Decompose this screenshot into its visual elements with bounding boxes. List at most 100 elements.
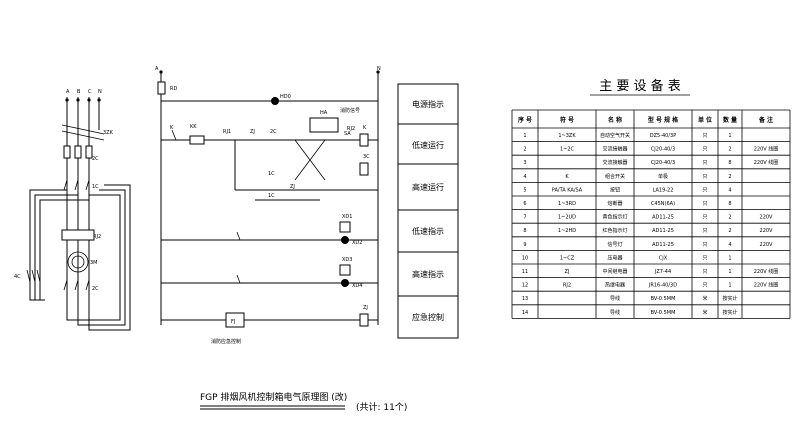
- table-cell: 只: [702, 147, 707, 153]
- table-cell: 只: [702, 133, 707, 139]
- footer-title: FGP 排烟风机控制箱电气原理图 (改): [200, 391, 347, 403]
- table-cell: 压电器: [607, 254, 622, 261]
- table-cell: 1: [728, 269, 731, 275]
- table-cell: 单极: [658, 173, 668, 180]
- table-cell: BV-0.5MM: [651, 296, 676, 302]
- table-cell: 交流接触器: [602, 146, 627, 153]
- table-cell: 220V 线圈: [754, 268, 779, 275]
- table-cell: 按实计: [722, 295, 737, 302]
- table-cell: 黄色指示灯: [602, 214, 627, 221]
- fj-label: FJ: [231, 319, 235, 325]
- bus-right-label: N: [377, 66, 381, 72]
- table-cell: 米: [702, 295, 707, 302]
- table-cell: 组合开关: [605, 173, 625, 180]
- table-cell: 2: [523, 147, 526, 153]
- table-cell: 1: [523, 133, 526, 139]
- control-circuit: A N RD HD0 K KK RJ1 ZJ 2C HA 消防信号 SA RJ2…: [155, 66, 459, 345]
- table-cell: AD11-25: [652, 215, 674, 221]
- table-cell: 13: [522, 296, 528, 302]
- table-cell: PA/TA KA/SA: [552, 187, 583, 193]
- footer: FGP 排烟风机控制箱电气原理图 (改) (共计: 11个): [200, 391, 407, 413]
- table-cell: 信号灯: [607, 241, 622, 248]
- bus-left-label: A: [155, 66, 159, 72]
- table-cell: 只: [702, 269, 707, 275]
- func-row-4: 低速指示: [412, 226, 444, 236]
- table-cell: 只: [702, 174, 707, 180]
- func-row-5: 高速指示: [412, 269, 444, 279]
- table-cell: 2: [728, 215, 731, 221]
- table-cell: 5: [523, 187, 526, 193]
- table-cell: 交流接触器: [602, 159, 627, 166]
- table-cell: 1~2UD: [558, 215, 576, 221]
- table-cell: 1~3RD: [558, 201, 576, 207]
- fuse-label: RD: [170, 86, 177, 92]
- low-contact-label: 4C: [14, 274, 21, 280]
- table-title: 主 要 设 备 表: [599, 78, 681, 94]
- table-cell: 220V 线圈: [754, 146, 779, 153]
- table-cell: 按实计: [722, 309, 737, 316]
- table-cell: 9: [523, 242, 526, 248]
- table-cell: AD11-25: [652, 242, 674, 248]
- table-cell: 米: [702, 309, 707, 316]
- ha-label: HA: [320, 110, 328, 116]
- hd-label: HD0: [280, 94, 291, 100]
- func-row-3: 高速运行: [412, 182, 444, 192]
- table-cell: CJ20-40/3: [651, 160, 675, 166]
- table-cell: 熔断器: [607, 200, 622, 207]
- table-cell: 4: [728, 242, 731, 248]
- xd3-label: XD3: [342, 257, 352, 263]
- table-cell: 1~3ZK: [558, 133, 576, 139]
- table-cell: 按钮: [610, 186, 620, 193]
- table-cell: 11: [522, 269, 528, 275]
- motor-label: 3M: [90, 260, 98, 266]
- table-cell: JZ7-44: [654, 269, 671, 275]
- table-cell: 只: [702, 255, 707, 261]
- k-label: K: [170, 125, 174, 131]
- table-cell: 7: [523, 215, 526, 221]
- table-cell: 只: [702, 228, 707, 234]
- table-cell: 220V 线圈: [754, 159, 779, 166]
- table-cell: 只: [702, 242, 707, 248]
- table-cell: K: [565, 174, 569, 180]
- table-cell: 14: [522, 310, 528, 316]
- table-cell: 8: [728, 201, 731, 207]
- table-cell: JR16-40/3D: [648, 283, 677, 289]
- table-cell: 8: [728, 160, 731, 166]
- table-cell: C45N(6A): [651, 201, 675, 207]
- zj-label: ZJ: [250, 129, 255, 135]
- table-header-cell: 符 号: [560, 116, 574, 124]
- table-cell: 导线: [610, 309, 620, 316]
- table-cell: AD11-25: [652, 228, 674, 234]
- table-cell: 220V: [760, 242, 774, 248]
- zj3-label: ZJ: [363, 305, 368, 311]
- rj2-label: RJ2: [347, 126, 355, 132]
- table-cell: 1~CZ: [560, 255, 575, 261]
- table-cell: 6: [523, 201, 526, 207]
- func-row-1: 电源指示: [412, 99, 444, 109]
- func-row-2: 低速运行: [412, 140, 444, 150]
- table-cell: 2: [728, 228, 731, 234]
- func-row-6: 应急控制: [412, 312, 444, 322]
- table-cell: 10: [522, 255, 528, 261]
- table-cell: 2: [728, 174, 731, 180]
- table-cell: 热继电器: [605, 282, 625, 289]
- table-cell: 220V 线圈: [754, 282, 779, 289]
- table-cell: RJ2: [563, 283, 571, 289]
- kc-label: 1C: [92, 184, 99, 190]
- table-cell: 4: [523, 174, 526, 180]
- phase-label-b: B: [77, 89, 81, 95]
- table-cell: 220V: [760, 228, 774, 234]
- phase-label-a: A: [66, 89, 70, 95]
- table-cell: DZ5-40/3P: [650, 133, 677, 139]
- table-cell: 只: [702, 215, 707, 221]
- xd4-label: XD4: [352, 283, 362, 289]
- sa-label: SA: [344, 131, 351, 137]
- table-cell: 只: [702, 187, 707, 193]
- table-cell: 1: [728, 255, 731, 261]
- dc-label: 2C: [92, 286, 99, 292]
- table-header-cell: 型 号 规 格: [648, 116, 679, 124]
- phase-label-c: C: [88, 89, 92, 95]
